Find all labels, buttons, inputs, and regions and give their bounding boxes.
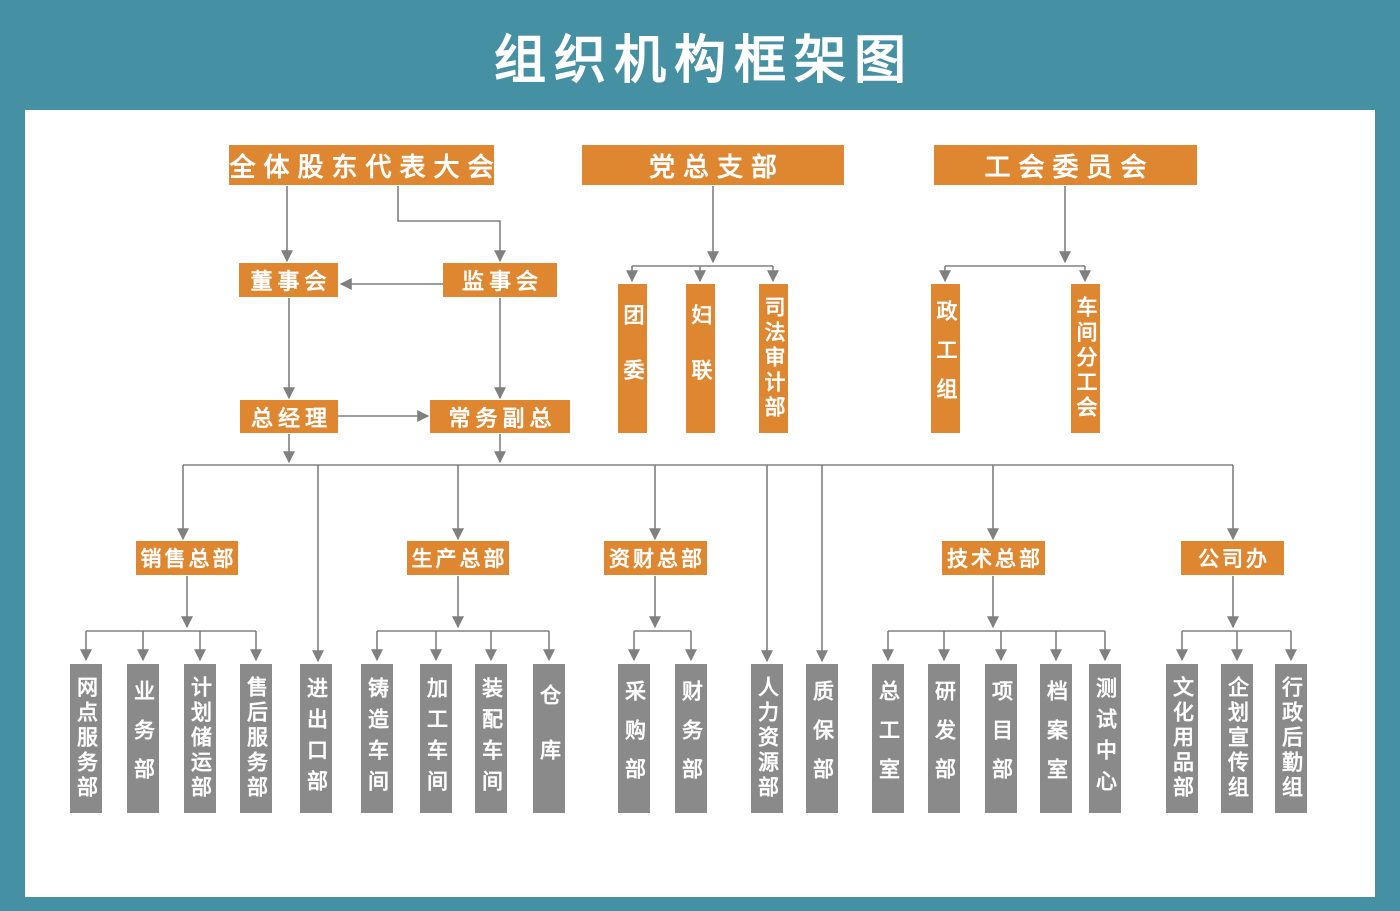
node-after-sales-dept: 售后服务部: [240, 664, 272, 813]
node-workshop-sub-union: 车间分工会: [1071, 284, 1100, 433]
node-planning-storage-dept: 计划储运部: [184, 664, 216, 813]
node-rnd-dept: 研发部: [928, 664, 960, 813]
node-production-hq: 生产总部: [407, 541, 509, 575]
node-board-of-directors: 董事会: [239, 263, 338, 297]
node-network-service-dept: 网点服务部: [70, 664, 102, 813]
node-qa-dept: 质保部: [806, 664, 838, 813]
node-political-work-group: 政工组: [931, 284, 960, 433]
node-business-dept: 业务部: [127, 664, 159, 813]
node-youth-league: 团委: [618, 284, 647, 433]
node-admin-logistics-group: 行政后勤组: [1275, 664, 1307, 813]
node-sales-hq: 销售总部: [136, 541, 238, 575]
node-archives-room: 档案室: [1040, 664, 1072, 813]
node-women-federation: 妇联: [686, 284, 715, 433]
node-purchasing-dept: 采购部: [618, 664, 650, 813]
node-company-office: 公司办: [1181, 541, 1284, 575]
node-testing-center: 测试中心: [1089, 664, 1121, 813]
node-supervisory-board: 监事会: [443, 263, 557, 297]
node-chief-engineer-office: 总工室: [872, 664, 904, 813]
node-general-manager: 总经理: [240, 400, 338, 433]
node-shareholders-assembly: 全体股东代表大会: [229, 145, 494, 185]
node-hr-dept: 人力资源部: [751, 664, 783, 813]
node-planning-publicity-group: 企划宣传组: [1221, 664, 1253, 813]
node-assembly-workshop: 装配车间: [475, 664, 507, 813]
page-title: 组织机构框架图: [493, 31, 914, 90]
node-warehouse: 仓库: [533, 664, 565, 813]
node-import-export-dept: 进出口部: [300, 664, 332, 813]
node-finance-hq: 资财总部: [604, 541, 707, 575]
node-casting-workshop: 铸造车间: [361, 664, 393, 813]
node-machining-workshop: 加工车间: [420, 664, 452, 813]
node-party-branch: 党总支部: [582, 145, 844, 185]
node-cultural-goods-dept: 文化用品部: [1166, 664, 1198, 813]
node-project-dept: 项目部: [985, 664, 1017, 813]
node-tech-hq: 技术总部: [942, 541, 1045, 575]
node-judicial-audit-dept: 司法审计部: [759, 284, 788, 433]
node-finance-dept: 财务部: [675, 664, 707, 813]
node-union-committee: 工会委员会: [934, 145, 1197, 185]
node-executive-deputy-gm: 常务副总: [430, 400, 570, 433]
